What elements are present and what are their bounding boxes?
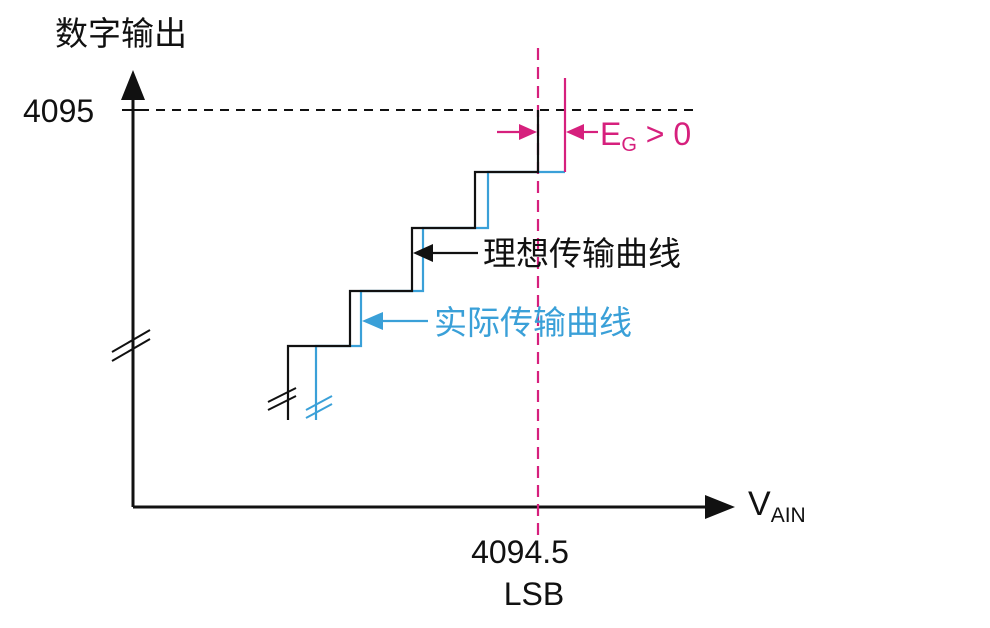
ideal-callout-arrowhead [413,244,433,262]
actual-callout-arrowhead [362,312,383,330]
x-tick-label-unit: LSB [504,576,564,612]
x-axis-label: VAIN [748,485,806,527]
ideal-break-mark [267,395,297,411]
gain-error-arrows [497,124,598,140]
y-axis-label: 数字输出 [55,14,187,53]
x-tick-label-value: 4094.5 [471,534,569,570]
axes [111,70,735,519]
actual-curve-label: 实际传输曲线 [434,303,632,342]
actual-break-mark [305,403,333,419]
actual-callout [362,312,428,330]
x-axis-label-main: V [748,485,771,523]
x-axis-label-sub: AIN [771,504,806,527]
gain-error-left-arrowhead [519,124,537,140]
ideal-transfer-curve [267,110,540,420]
gain-error-label-sub: G [621,134,637,156]
y-tick-label: 4095 [23,93,94,129]
gain-error-label-main: E [600,116,621,152]
actual-transfer-curve [305,170,565,420]
y-axis-break-mark [111,338,151,362]
x-axis-arrowhead [705,495,735,519]
y-axis-break-mark [111,329,151,353]
gain-error-label: EG > 0 [600,116,691,156]
actual-break-mark [305,395,333,411]
ideal-curve-label: 理想传输曲线 [483,234,681,273]
actual-staircase [314,170,565,420]
ideal-break-mark [267,387,297,403]
ideal-callout [413,244,478,262]
gain-error-right-arrowhead [566,124,584,140]
gain-error-label-rest: > 0 [637,116,691,152]
ideal-staircase [286,110,540,420]
y-axis-arrowhead [121,70,145,100]
